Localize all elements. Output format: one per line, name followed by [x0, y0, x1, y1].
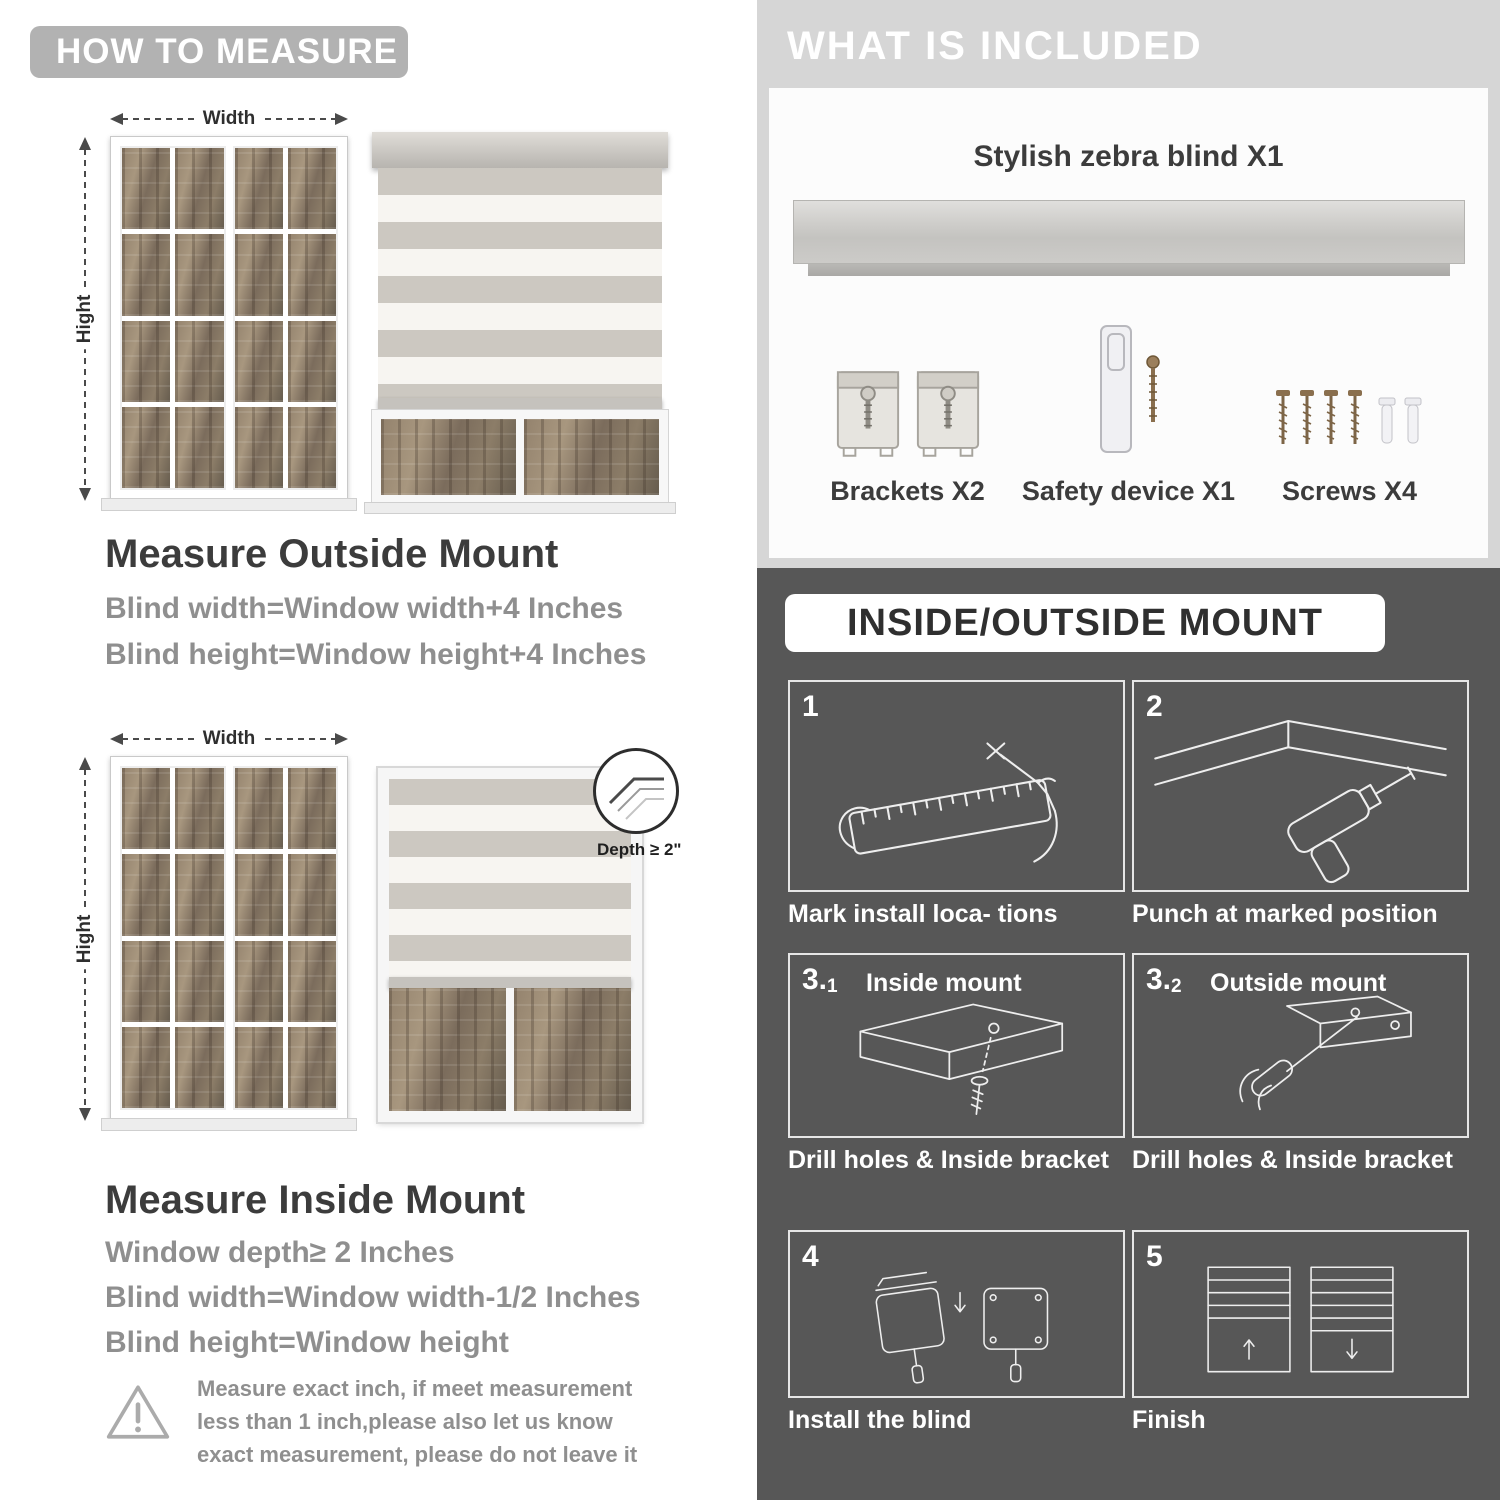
drill-at-position-illustration — [1154, 719, 1447, 884]
step-caption-2: Punch at marked position — [1132, 900, 1438, 928]
parts-row: Brackets X2 Safety device X1 — [797, 310, 1460, 507]
screws-image — [1269, 310, 1431, 460]
blind-bottom-rail — [389, 977, 631, 988]
outside-mount-title: Measure Outside Mount — [105, 532, 559, 576]
step-number: 1 — [802, 690, 819, 723]
inside-mount-rule-width: Blind width=Window width-1/2 Inches — [105, 1281, 641, 1314]
screws-column: Screws X4 — [1239, 310, 1460, 507]
outside-mount-label: Outside mount — [1210, 969, 1387, 997]
inside-mount-label: Inside mount — [866, 969, 1022, 997]
inside-mount-title: Measure Inside Mount — [105, 1178, 526, 1222]
step-caption-4: Install the blind — [788, 1406, 972, 1434]
zebra-blind-headrail-image — [792, 200, 1465, 276]
measure-warning: Measure exact inch, if meet measurement … — [105, 1372, 665, 1471]
warning-triangle-icon — [106, 1385, 170, 1439]
warning-text: Measure exact inch, if meet measurement … — [197, 1376, 638, 1467]
outside-mount-blind-illustration — [364, 132, 676, 514]
screws-icon — [1275, 390, 1421, 444]
inside-mount-rule-depth: Window depth≥ 2 Inches — [105, 1236, 455, 1269]
window-pane-left — [120, 766, 226, 1110]
how-to-measure-banner: HOW TO MEASURE — [30, 26, 408, 78]
inside-mount-blind-illustration — [376, 766, 644, 1124]
brackets-image — [834, 310, 982, 460]
zebra-shade — [378, 168, 662, 398]
step-number: 3. — [802, 963, 828, 996]
window-pane-left — [120, 146, 226, 490]
dashed-arrow-horizontal — [110, 733, 348, 745]
step-caption-3-2: Drill holes & Inside bracket — [1132, 1146, 1453, 1174]
height-label: Hight — [74, 288, 96, 350]
step-panel-2: 2 — [1132, 680, 1469, 892]
inside-mount-rule-height: Blind height=Window height — [105, 1326, 509, 1359]
height-label: Hight — [74, 908, 96, 970]
step-caption-1: Mark install loca- tions — [788, 900, 1058, 928]
window-frame — [101, 756, 357, 1131]
finish-illustration — [1207, 1266, 1394, 1373]
what-is-included-section: WHAT IS INCLUDED Stylish zebra blind X1 — [757, 0, 1500, 568]
inside-bracket-illustration — [859, 1003, 1064, 1115]
step-number-sub: 1 — [827, 976, 838, 997]
width-measure-arrow: Width — [110, 108, 348, 130]
brackets-column: Brackets X2 — [797, 310, 1018, 507]
step-caption-3-1: Drill holes & Inside bracket — [788, 1146, 1109, 1174]
safety-device-label: Safety device X1 — [1021, 476, 1236, 506]
window-below-blind — [389, 988, 631, 1111]
brackets-label: Brackets X2 — [830, 476, 985, 506]
zebra-shade — [389, 779, 631, 977]
window-frame — [101, 136, 357, 511]
safety-device-image — [1083, 310, 1175, 460]
step-panel-1: 1 — [788, 680, 1125, 892]
mark-locations-illustration — [838, 742, 1058, 863]
what-is-included-title: WHAT IS INCLUDED — [787, 24, 1203, 68]
outside-mount-rule-width: Blind width=Window width+4 Inches — [105, 592, 624, 625]
step-number: 5 — [1146, 1240, 1163, 1273]
screws-label: Screws X4 — [1281, 476, 1418, 506]
included-items-card: Stylish zebra blind X1 — [769, 88, 1488, 558]
step-panel-4: 4 — [788, 1230, 1125, 1398]
window-pane-right — [232, 766, 338, 1110]
blind-cassette — [372, 132, 668, 168]
step-number: 4 — [802, 1240, 819, 1273]
depth-magnifier-callout — [593, 748, 679, 834]
inside-mount-window-figure: Width Hight — [74, 728, 357, 1131]
outside-mount-rule-height: Blind height=Window height+4 Inches — [105, 638, 647, 671]
bracket-icon — [916, 371, 979, 457]
step-panel-3-2: 3.2 Outside mount — [1132, 953, 1469, 1138]
width-label: Width — [194, 108, 264, 130]
outside-bracket-illustration — [1239, 995, 1412, 1111]
mount-section-title: INSIDE/OUTSIDE MOUNT — [785, 594, 1385, 652]
height-measure-arrow: Hight — [74, 137, 96, 501]
height-measure-arrow: Hight — [74, 757, 96, 1121]
step-panel-5: 5 — [1132, 1230, 1469, 1398]
outside-mount-window-figure: Width Hight — [74, 108, 357, 511]
blind-bottom-rail — [378, 398, 662, 410]
width-label: Width — [194, 728, 264, 750]
step-number: 2 — [1146, 690, 1163, 723]
step-caption-5: Finish — [1132, 1406, 1206, 1434]
install-blind-illustration — [875, 1271, 1049, 1384]
step-number-sub: 2 — [1171, 976, 1182, 997]
frame-corner-detail — [608, 777, 664, 820]
safety-device-icon — [1099, 325, 1160, 453]
safety-device-column: Safety device X1 — [1018, 310, 1239, 507]
step-panel-3-1: 3.1 Inside mount — [788, 953, 1125, 1138]
dashed-arrow-horizontal — [110, 113, 348, 125]
window-pane-right — [232, 146, 338, 490]
zebra-blind-label: Stylish zebra blind X1 — [973, 140, 1284, 173]
bracket-icon — [836, 371, 899, 457]
window-below-blind — [364, 409, 676, 514]
mount-instructions-section: INSIDE/OUTSIDE MOUNT 1 Mark install loca… — [757, 568, 1500, 1500]
width-measure-arrow: Width — [110, 728, 348, 750]
step-number: 3. — [1146, 963, 1172, 996]
depth-requirement-label: Depth ≥ 2" — [597, 840, 682, 859]
